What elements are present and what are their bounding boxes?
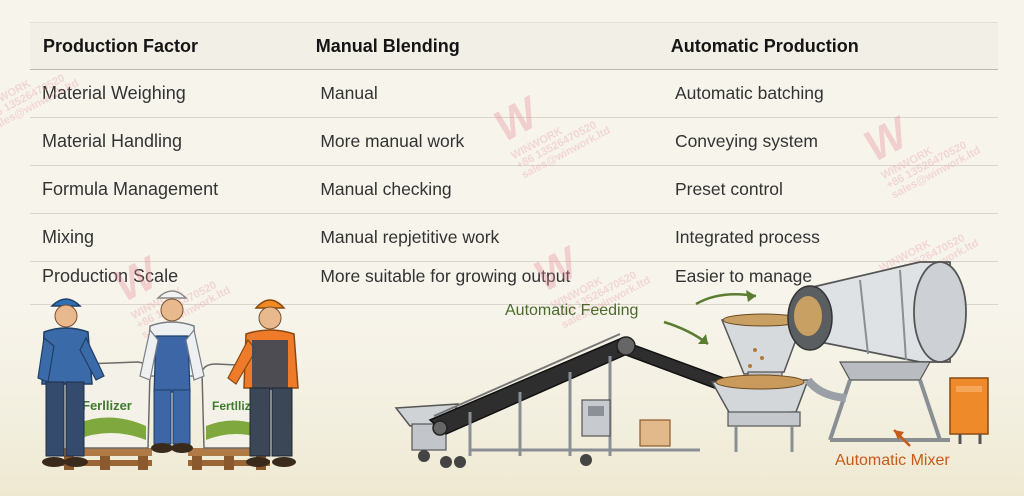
control-box — [581, 399, 611, 437]
table-row: Formula Management Manual checking Prese… — [30, 166, 998, 214]
table-header-row: Production Factor Manual Blending Automa… — [30, 22, 998, 70]
crate — [639, 419, 671, 447]
row-automatic: Integrated process — [674, 227, 820, 247]
row-automatic: Easier to manage — [674, 266, 813, 286]
bag-label-left: Ferllizer — [82, 398, 132, 413]
worker-left — [37, 298, 105, 467]
row-factor: Formula Management — [42, 179, 219, 199]
row-factor: Material Handling — [42, 131, 183, 151]
header-automatic-production: Automatic Production — [670, 35, 859, 56]
row-factor: Material Weighing — [42, 83, 186, 103]
row-manual: More manual work — [320, 131, 465, 151]
inclined-conveyor — [428, 333, 741, 468]
row-manual: Manual — [320, 83, 378, 103]
row-factor: Mixing — [42, 227, 95, 247]
feeding-arrow-top-head-icon — [746, 290, 756, 302]
control-cabinet — [949, 377, 989, 444]
automatic-mixer-label: Automatic Mixer — [835, 452, 950, 469]
table-row: Material Handling More manual work Conve… — [30, 118, 998, 166]
drum-mixer — [787, 261, 967, 442]
table-row: Mixing Manual repjetitive work Integrate… — [30, 214, 998, 262]
table-row: Production Scale More suitable for growi… — [30, 262, 998, 305]
feeding-arrow-bottom-head-icon — [698, 334, 708, 344]
mixer-arrow-head-icon — [894, 430, 904, 440]
dosing-hopper — [710, 313, 810, 452]
row-automatic: Automatic batching — [674, 83, 824, 103]
table-row: Material Weighing Manual Automatic batch… — [30, 70, 998, 118]
automatic-feeding-label: Automatic Feeding — [505, 302, 639, 319]
worker-right — [227, 299, 299, 467]
header-manual-blending: Manual Blending — [315, 35, 460, 56]
comparison-table: Production Factor Manual Blending Automa… — [30, 22, 998, 305]
row-manual: More suitable for growing output — [320, 266, 571, 286]
row-manual: Manual repjetitive work — [320, 227, 500, 247]
row-automatic: Conveying system — [674, 131, 818, 151]
row-factor: Production Scale — [42, 266, 179, 286]
row-manual: Manual checking — [320, 179, 452, 199]
worker-middle — [139, 290, 205, 453]
header-production-factor: Production Factor — [43, 35, 199, 56]
row-automatic: Preset control — [674, 179, 783, 199]
